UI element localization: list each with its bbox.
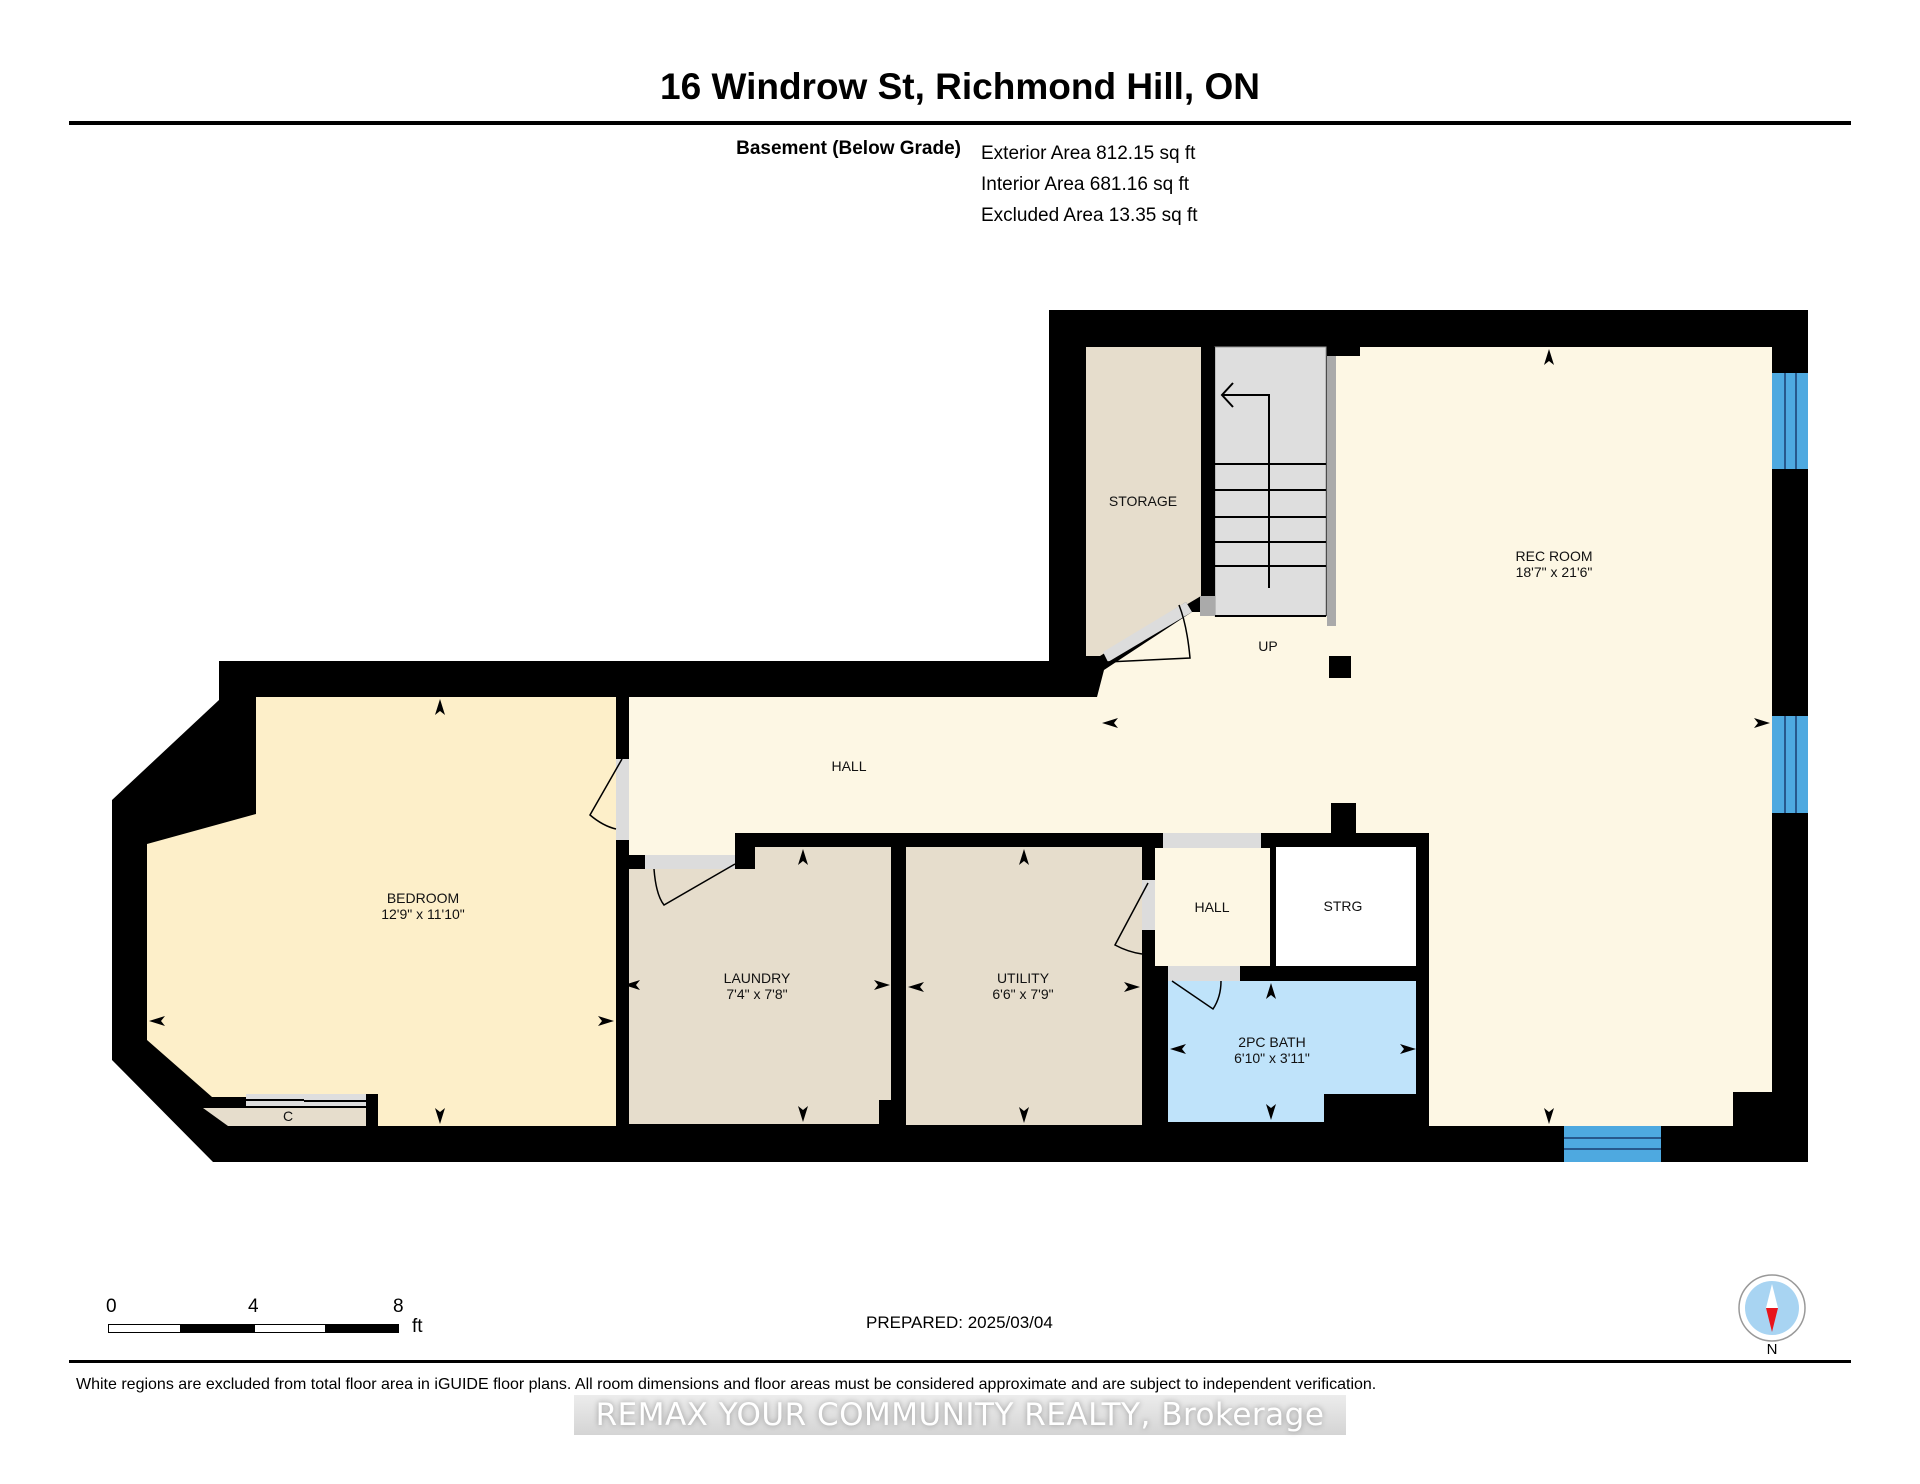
closet-floor [203, 1108, 366, 1126]
rec-room-label: REC ROOM [1516, 548, 1593, 564]
door-thresholds [616, 602, 1261, 981]
small-hall-label: HALL [1194, 899, 1229, 915]
header-divider [69, 121, 1851, 125]
room-labels: STORAGE REC ROOM 18'7" x 21'6" UP HALL B… [283, 493, 1593, 1124]
utility-label: UTILITY [997, 970, 1050, 986]
utility-dims: 6'6" x 7'9" [992, 986, 1053, 1002]
compass-north-label: N [1766, 1341, 1778, 1358]
page-title: 16 Windrow St, Richmond Hill, ON [660, 66, 1260, 107]
small-hall-floor [1155, 848, 1270, 966]
excluded-area: Excluded Area 13.35 sq ft [981, 205, 1198, 226]
north-compass: N [1737, 1274, 1807, 1364]
scale-segment [108, 1324, 181, 1333]
dimension-markers [149, 349, 1770, 1124]
storage-floor [1086, 347, 1201, 656]
strg-floor [1276, 847, 1416, 966]
floor-level-label: Basement (Below Grade) [736, 138, 961, 159]
stair-rail [1327, 356, 1336, 626]
interior-walls [616, 347, 1772, 1130]
bath-floor [1168, 981, 1418, 1122]
compass-icon [1738, 1274, 1806, 1342]
scale-tick-4: 4 [248, 1296, 259, 1317]
window-east-lower [1772, 716, 1808, 813]
door-swings [589, 604, 1222, 1011]
scale-tick-0: 0 [106, 1296, 117, 1317]
stairs-up-label: UP [1258, 638, 1277, 654]
strg-label: STRG [1324, 898, 1363, 914]
interior-area: Interior Area 681.16 sq ft [981, 174, 1190, 195]
bedroom-dims: 12'9" x 11'10" [381, 906, 465, 922]
brokerage-watermark: REMAX YOUR COMMUNITY REALTY, Brokerage [574, 1395, 1346, 1435]
scale-segment [254, 1324, 326, 1333]
scale-segment [180, 1324, 255, 1333]
hall-label: HALL [831, 758, 866, 774]
laundry-floor [622, 847, 891, 1124]
scale-segment [325, 1324, 399, 1333]
scale-tick-8: 8 [393, 1296, 404, 1317]
bedroom-floor [147, 697, 616, 1126]
exterior-area: Exterior Area 812.15 sq ft [981, 143, 1196, 164]
bath-dims: 6'10" x 3'11" [1234, 1050, 1310, 1066]
utility-floor [906, 847, 1142, 1125]
stair-direction-arrow [1222, 394, 1270, 588]
bath-label: 2PC BATH [1238, 1034, 1305, 1050]
closet-label: C [283, 1108, 293, 1124]
storage-label: STORAGE [1109, 493, 1177, 509]
area-summary: Exterior Area 812.15 sq ft Interior Area… [981, 138, 1198, 231]
wall-stub [1336, 347, 1360, 356]
window-east-upper [1772, 373, 1808, 469]
room-floors [147, 346, 1772, 1126]
window-south [1564, 1126, 1661, 1162]
laundry-dims: 7'4" x 7'8" [726, 986, 787, 1002]
footer-divider [69, 1360, 1851, 1363]
windows [1564, 373, 1808, 1162]
disclaimer-text: White regions are excluded from total fl… [76, 1376, 1377, 1393]
scale-unit: ft [412, 1316, 423, 1337]
scale-bar: 0 4 8 ft [106, 1296, 436, 1346]
stairs [1214, 346, 1327, 617]
rec-room-floor [629, 347, 1772, 1126]
laundry-label: LAUNDRY [724, 970, 791, 986]
prepared-date: PREPARED: 2025/03/04 [866, 1313, 1053, 1332]
rec-room-dims: 18'7" x 21'6" [1516, 564, 1593, 580]
stair-treads [1215, 382, 1326, 617]
bedroom-label: BEDROOM [387, 890, 459, 906]
